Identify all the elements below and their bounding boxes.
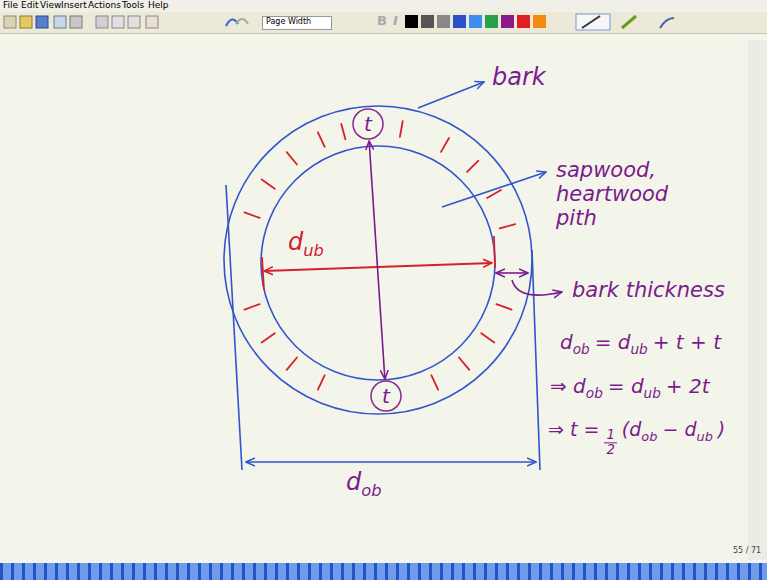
equation-term: d [560,330,573,354]
equation: dob = dub + t + t [560,330,721,354]
equation-term: − d [662,418,696,440]
subscript: ub [696,429,712,444]
menu-item: File [3,0,18,10]
zoom-dropdown: Page Width [266,17,311,26]
menu-item: Actions [88,0,121,10]
subscript: ob [641,429,657,444]
menu-item: Edit [21,0,38,10]
menu-item: Insert [61,0,87,10]
subscript: ub [630,341,647,357]
equation-term: = d [595,330,631,354]
subscript: ub [303,241,324,260]
equation-term: ⇒ t = [548,418,599,440]
leader-arrows [418,82,562,295]
circle-stroke [371,381,401,411]
denominator: 2 [604,442,616,457]
circle-stroke [353,109,383,139]
circled-label: t [370,380,402,412]
bark-label: bark [492,64,546,92]
outer-diameter-label: dob [346,468,382,496]
menu-item: View [40,0,61,10]
subscript: ob [586,385,603,401]
subscript: ub [644,385,661,401]
equation-term: d [288,228,303,256]
dimension-arrow [369,141,385,379]
subscript: ob [573,341,590,357]
page-counter: 55 / 71 [733,546,761,555]
menu-item: Help [148,0,169,10]
numerator: 1 [606,428,614,442]
equation-term: = d [608,374,644,398]
circled-label: t [352,108,384,140]
equation-term: (d [622,418,641,440]
menu-item: Tools [122,0,144,10]
bark-thickness-label: bark thickness [572,278,725,302]
wood-layers-label: sapwood, heartwood pith [556,158,678,230]
bark-marks [245,121,516,390]
outer-diameter-dimension [226,185,540,470]
equation-term: + t + t [653,330,721,354]
bold-button: B [377,14,387,29]
equation-term: ) [718,418,725,440]
equation: ⇒ dob = dub + 2t [550,374,710,398]
node-text: t [364,112,372,136]
equation-term: ⇒ d [550,374,586,398]
toolbar-icons [4,14,767,560]
subscript: ob [361,481,381,500]
equation-term: d [346,468,361,496]
node-text: t [382,384,390,408]
equation: ⇒ t =12(dob− dub) [548,418,725,454]
fraction: 12 [604,428,616,457]
equation-term: + 2t [666,374,710,398]
status-bar [0,563,767,580]
trunk-cross-section [224,106,532,414]
italic-button: I [393,14,398,29]
inner-diameter-label: dub [288,228,324,256]
